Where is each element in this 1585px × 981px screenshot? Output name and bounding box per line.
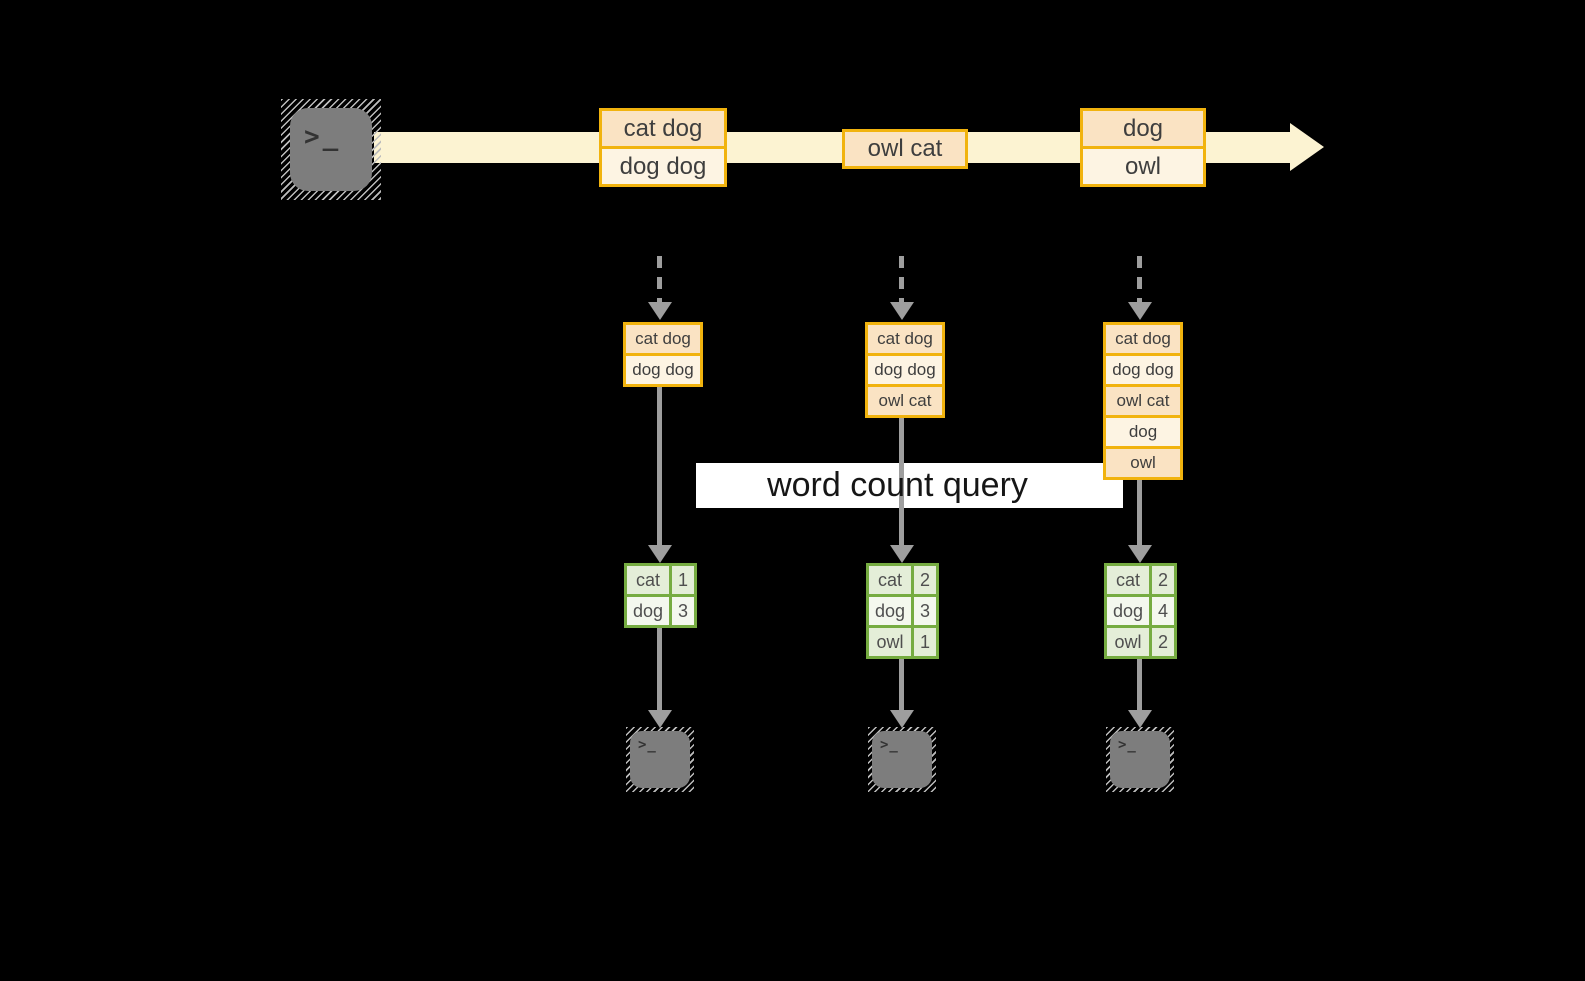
arrowhead-icon xyxy=(1128,710,1152,728)
record-line: dog xyxy=(1106,415,1180,446)
record-line: cat dog xyxy=(1106,325,1180,353)
record-line: dog dog xyxy=(602,146,724,184)
arrowhead-icon xyxy=(890,710,914,728)
arrowhead-icon xyxy=(648,302,672,320)
terminal-prompt-icon: >_ xyxy=(880,737,899,753)
terminal-prompt-icon: >_ xyxy=(304,122,342,152)
count-word-cell: owl xyxy=(1107,628,1149,656)
record-line: dog dog xyxy=(1106,353,1180,384)
count-value-cell: 3 xyxy=(672,597,694,625)
source-terminal-icon: >_ xyxy=(281,99,381,200)
record-line: cat dog xyxy=(602,111,724,146)
record-line: cat dog xyxy=(626,325,700,353)
count-word-cell: cat xyxy=(1107,566,1149,594)
terminal-screen: >_ xyxy=(630,731,690,788)
arrowhead-icon xyxy=(1128,545,1152,563)
flow-line xyxy=(657,628,662,710)
arrowhead-icon xyxy=(890,302,914,320)
record-line: dog dog xyxy=(626,353,700,384)
terminal-screen: >_ xyxy=(872,731,932,788)
flow-line xyxy=(657,387,662,545)
count-word-cell: dog xyxy=(1107,597,1149,625)
arrowhead-icon xyxy=(648,710,672,728)
count-value-cell: 1 xyxy=(672,566,694,594)
terminal-screen: >_ xyxy=(290,108,372,191)
result-terminal-icon: >_ xyxy=(626,727,694,792)
count-value-cell: 1 xyxy=(914,628,936,656)
flow-line xyxy=(1137,659,1142,710)
flow-line xyxy=(1137,480,1142,545)
record-line: cat dog xyxy=(868,325,942,353)
flow-line xyxy=(899,659,904,710)
record-line: dog dog xyxy=(868,353,942,384)
record-line: owl xyxy=(1106,446,1180,477)
count-value-cell: 2 xyxy=(914,566,936,594)
flow-line xyxy=(899,418,904,545)
stream-arrowhead-icon xyxy=(1290,123,1324,171)
arrowhead-icon xyxy=(1128,302,1152,320)
terminal-screen: >_ xyxy=(1110,731,1170,788)
record-line: owl cat xyxy=(868,384,942,415)
dashed-arrow-icon xyxy=(1137,256,1142,302)
query-label-band xyxy=(696,463,1123,508)
count-word-cell: cat xyxy=(627,566,669,594)
count-word-cell: cat xyxy=(869,566,911,594)
count-value-cell: 3 xyxy=(914,597,936,625)
count-value-cell: 4 xyxy=(1152,597,1174,625)
record-line: owl xyxy=(1083,146,1203,184)
terminal-prompt-icon: >_ xyxy=(1118,737,1137,753)
count-value-cell: 2 xyxy=(1152,566,1174,594)
dashed-arrow-icon xyxy=(899,256,904,302)
record-line: dog xyxy=(1083,111,1203,146)
dashed-arrow-icon xyxy=(657,256,662,302)
record-line: owl cat xyxy=(845,132,965,166)
terminal-prompt-icon: >_ xyxy=(638,737,657,753)
query-label: word count query xyxy=(767,466,1028,504)
arrowhead-icon xyxy=(890,545,914,563)
count-value-cell: 2 xyxy=(1152,628,1174,656)
result-terminal-icon: >_ xyxy=(1106,727,1174,792)
count-word-cell: dog xyxy=(869,597,911,625)
count-word-cell: owl xyxy=(869,628,911,656)
arrowhead-icon xyxy=(648,545,672,563)
record-line: owl cat xyxy=(1106,384,1180,415)
stream-record: owl cat xyxy=(842,129,968,169)
count-word-cell: dog xyxy=(627,597,669,625)
result-terminal-icon: >_ xyxy=(868,727,936,792)
